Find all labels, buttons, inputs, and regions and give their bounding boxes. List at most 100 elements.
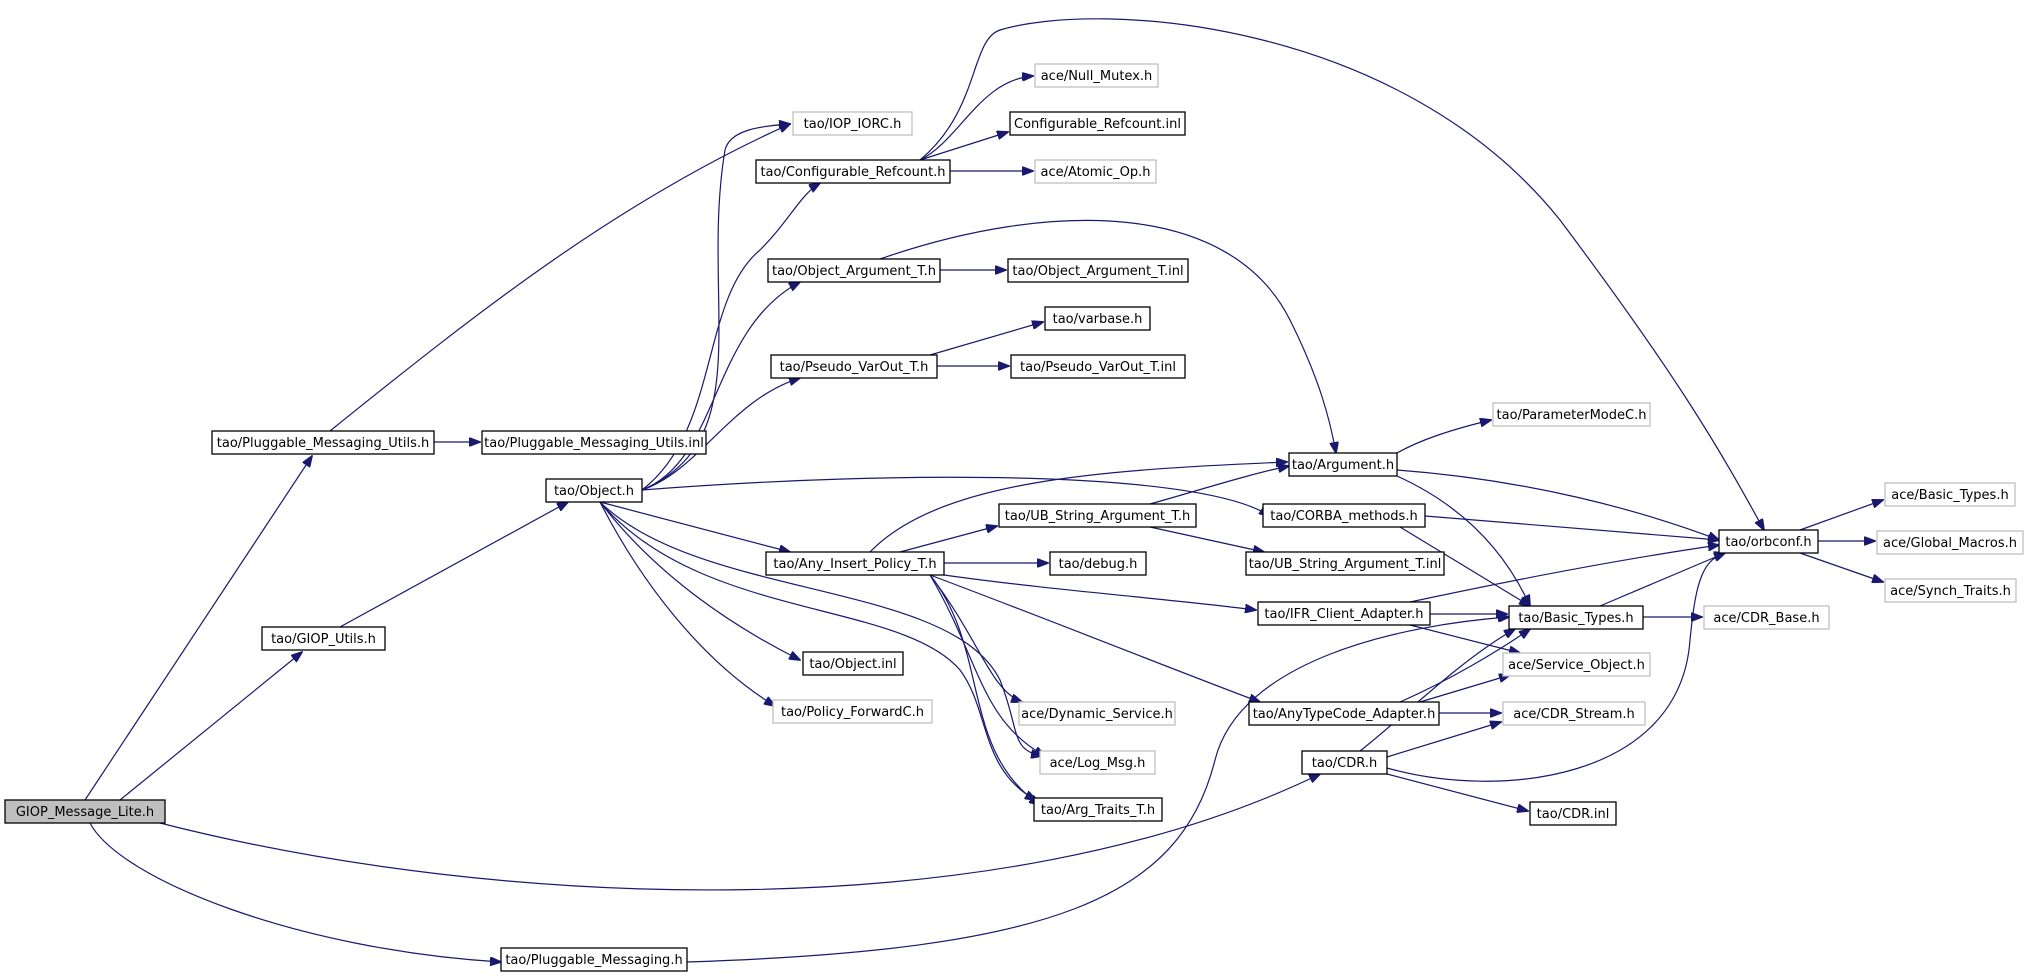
edge-cref-orbconf (919, 18, 1764, 530)
node-objinl[interactable]: tao/Object.inl (802, 651, 904, 676)
node-box (1245, 551, 1445, 576)
node-svcobj[interactable]: ace/Service_Object.h (1502, 652, 1651, 677)
edge-ubstr-argument (1149, 466, 1289, 505)
node-box (500, 947, 688, 972)
node-label: tao/Object_Argument_T.h (772, 264, 936, 279)
node-box (545, 478, 643, 503)
node-objarginl[interactable]: tao/Object_Argument_T.inl (1007, 258, 1189, 283)
node-box (1529, 801, 1617, 826)
edge-cdr-cdrinl (1386, 773, 1528, 811)
node-debug[interactable]: tao/debug.h (1049, 551, 1147, 576)
node-box (1010, 354, 1186, 379)
node-label: tao/debug.h (1059, 557, 1138, 572)
node-label: tao/GIOP_Utils.h (271, 632, 376, 647)
node-label: tao/Configurable_Refcount.h (760, 165, 945, 180)
node-pm[interactable]: tao/Pluggable_Messaging.h (500, 947, 688, 972)
node-label: GIOP_Message_Lite.h (16, 805, 154, 820)
node-cdrinl[interactable]: tao/CDR.inl (1529, 801, 1617, 826)
node-label: tao/Arg_Traits_T.h (1041, 803, 1155, 818)
node-pseudo[interactable]: tao/Pseudo_VarOut_T.h (770, 354, 938, 379)
node-giop_utils[interactable]: tao/GIOP_Utils.h (261, 626, 386, 651)
edge-cref-nullmutex (919, 76, 1033, 161)
file-nodes: GIOP_Message_Lite.h tao/Pluggable_Messagi… (4, 63, 2024, 972)
edge-anyins-anytc (929, 574, 1260, 702)
node-pmu[interactable]: tao/Pluggable_Messaging_Utils.h (211, 430, 435, 455)
edge-object-anyins (599, 501, 790, 552)
edge-pm-basictypes (686, 617, 1509, 963)
node-nullmutex[interactable]: ace/Null_Mutex.h (1034, 63, 1159, 88)
node-box (1492, 402, 1651, 427)
node-dynsvc[interactable]: ace/Dynamic_Service.h (1018, 701, 1176, 726)
node-label: ace/Service_Object.h (1508, 658, 1645, 673)
node-box (1044, 306, 1151, 331)
node-objarg[interactable]: tao/Object_Argument_T.h (767, 258, 941, 283)
edge-root-pmu (84, 456, 312, 801)
node-box (767, 258, 941, 283)
node-box (1257, 601, 1431, 626)
node-ifr[interactable]: tao/IFR_Client_Adapter.h (1257, 601, 1431, 626)
node-label: ace/CDR_Stream.h (1513, 707, 1635, 722)
node-ace_global[interactable]: ace/Global_Macros.h (1876, 530, 2024, 555)
node-basictypes_tao[interactable]: tao/Basic_Types.h (1508, 605, 1644, 630)
node-atomic[interactable]: ace/Atomic_Op.h (1034, 159, 1157, 184)
edge-root-pm (89, 822, 501, 962)
node-root[interactable]: GIOP_Message_Lite.h (4, 799, 166, 824)
node-label: ace/Basic_Types.h (1891, 488, 2008, 503)
node-argument[interactable]: tao/Argument.h (1288, 452, 1398, 477)
node-box (1248, 701, 1440, 726)
node-iop[interactable]: tao/IOP_IORC.h (792, 111, 913, 136)
node-box (1884, 578, 2017, 603)
edge-argument-basictypes (1396, 475, 1530, 606)
node-box (1301, 750, 1388, 775)
node-ace_basic[interactable]: ace/Basic_Types.h (1884, 482, 2016, 507)
edge-object-argtraits (599, 501, 1036, 800)
node-label: ace/Log_Msg.h (1050, 756, 1146, 771)
node-object[interactable]: tao/Object.h (545, 478, 643, 503)
node-label: tao/UB_String_Argument_T.h (1005, 509, 1190, 524)
node-policyfwd[interactable]: tao/Policy_ForwardC.h (772, 699, 933, 724)
node-box (1876, 530, 2024, 555)
edge-anyins-dynsvc (929, 574, 1022, 702)
node-label: ace/CDR_Base.h (1713, 611, 1819, 626)
node-crefinl[interactable]: Configurable_Refcount.inl (1009, 111, 1186, 136)
node-cref[interactable]: tao/Configurable_Refcount.h (755, 159, 951, 184)
edge-pmu-iop (329, 124, 790, 432)
node-cdr[interactable]: tao/CDR.h (1301, 750, 1388, 775)
node-label: tao/Pluggable_Messaging_Utils.inl (484, 436, 704, 451)
node-ace_synch[interactable]: ace/Synch_Traits.h (1884, 578, 2017, 603)
edge-anyins-ubstr (899, 526, 997, 553)
node-ubstrinl[interactable]: tao/UB_String_Argument_T.inl (1245, 551, 1445, 576)
edge-ifr-orbconf (1409, 545, 1719, 603)
node-pseudoinl[interactable]: tao/Pseudo_VarOut_T.inl (1010, 354, 1186, 379)
edge-anyins-logmsg (929, 574, 1045, 756)
node-orbconf[interactable]: tao/orbconf.h (1718, 529, 1819, 554)
edge-anyins-ifr (943, 574, 1256, 610)
node-label: ace/Global_Macros.h (1883, 536, 2017, 551)
node-argtraits[interactable]: tao/Arg_Traits_T.h (1033, 797, 1163, 822)
node-box (1007, 258, 1189, 283)
node-box (1018, 701, 1176, 726)
node-box (1009, 111, 1186, 136)
node-logmsg[interactable]: ace/Log_Msg.h (1039, 750, 1156, 775)
node-varbase[interactable]: tao/varbase.h (1044, 306, 1151, 331)
node-ubstr[interactable]: tao/UB_String_Argument_T.h (998, 503, 1197, 528)
node-paramc[interactable]: tao/ParameterModeC.h (1492, 402, 1651, 427)
node-label: tao/Object_Argument_T.inl (1012, 264, 1183, 279)
node-cdrstream[interactable]: ace/CDR_Stream.h (1502, 701, 1646, 726)
node-cdrbase[interactable]: ace/CDR_Base.h (1703, 605, 1830, 630)
edge-object-objarg (641, 282, 800, 491)
node-anytc[interactable]: tao/AnyTypeCode_Adapter.h (1248, 701, 1440, 726)
node-label: tao/AnyTypeCode_Adapter.h (1253, 707, 1436, 722)
node-anyins[interactable]: tao/Any_Insert_Policy_T.h (765, 551, 945, 576)
node-box (481, 430, 707, 455)
edge-cdr-cdrstream (1386, 722, 1501, 758)
node-label: tao/Object.h (554, 484, 634, 499)
node-pmuinl[interactable]: tao/Pluggable_Messaging_Utils.inl (481, 430, 707, 455)
edge-anyins-argument (869, 462, 1287, 553)
edge-giop-object (339, 502, 568, 628)
node-label: tao/Argument.h (1292, 458, 1394, 473)
edge-root-giop (119, 652, 302, 801)
node-box (1703, 605, 1830, 630)
node-corba[interactable]: tao/CORBA_methods.h (1262, 503, 1426, 528)
